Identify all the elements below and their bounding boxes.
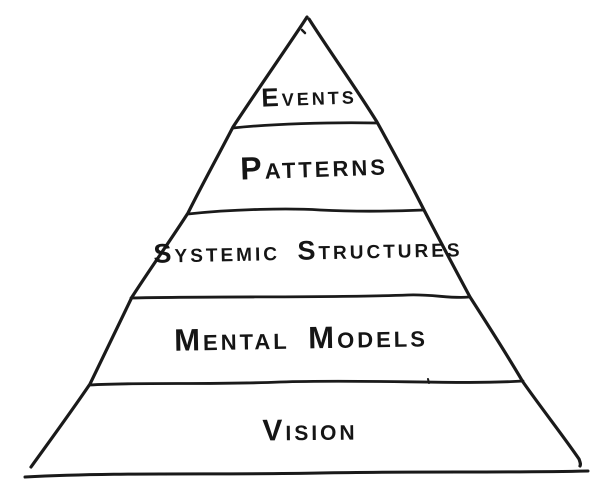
divider-systemic-mental — [129, 293, 471, 300]
pyramid-right-edge — [307, 17, 583, 468]
divider-events-patterns — [231, 121, 379, 130]
pyramid-base-line — [23, 469, 590, 479]
pyramid-strokes — [23, 15, 590, 479]
pyramid-left-edge — [29, 15, 309, 469]
level-label-events: Events — [260, 79, 358, 113]
level-label-mental-models: Mental Models — [173, 318, 429, 358]
pen-stray-mark-right — [427, 378, 430, 384]
level-label-systemic-structures: Systemic Structures — [153, 232, 463, 269]
level-label-patterns: Patterns — [239, 145, 389, 187]
divider-patterns-systemic — [186, 207, 426, 216]
pen-stray-mark-apex — [300, 28, 307, 35]
level-label-vision: Vision — [262, 413, 358, 448]
divider-mental-vision — [88, 379, 525, 387]
